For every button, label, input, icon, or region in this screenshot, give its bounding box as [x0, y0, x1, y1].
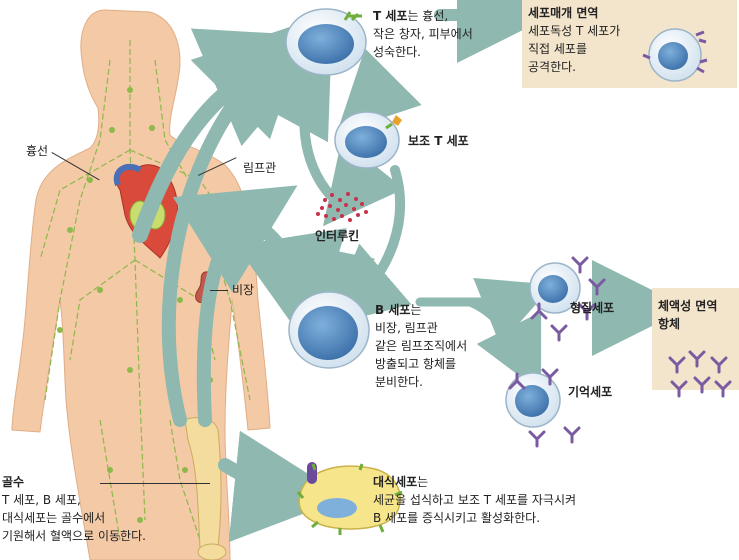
arrow-b-cell-to-plasma [415, 277, 554, 345]
plasma-cell [529, 262, 581, 314]
b-cell-line3: 방출되고 항체를 [375, 357, 457, 371]
macrophage-title-line: 대식세포는 [373, 474, 428, 490]
plasma-cell-label: 형질세포 [570, 301, 615, 315]
cell-mediated-line2: 직접 세포를 [528, 42, 588, 56]
helper-t-cell [334, 111, 402, 169]
arrow-helper-to-b-cell [324, 165, 412, 327]
macrophage-title-suffix: 는 [417, 475, 429, 489]
humoral-title: 체액성 면역 [658, 299, 718, 313]
t-cell-line2: 작은 창자, 피부에서 [373, 27, 473, 41]
femur-bone [184, 417, 227, 560]
bone-marrow-line2: 대식세포는 골수에서 [2, 511, 106, 525]
bone-marrow-title: 골수 [2, 475, 25, 489]
bone-marrow-line3: 기원해서 혈액으로 이동한다. [2, 529, 146, 543]
cell-mediated-line1: 세포독성 T 세포가 [528, 24, 621, 38]
memory-cell-label: 기억세포 [568, 385, 613, 399]
arrow-return-to-t-cell [257, 52, 335, 200]
memory-cell [505, 372, 561, 428]
arrow-b-cell-to-memory [465, 297, 542, 393]
cytotoxic-t-cell [642, 28, 708, 82]
arrow-marrow-to-b-cell [172, 185, 298, 427]
t-cell-line3: 성숙한다. [373, 45, 421, 59]
cell-mediated-box: 세포매개 면역 세포독성 T 세포가 직접 세포를 공격한다. [522, 0, 737, 88]
helper-t-label: 보조 T 세포 [408, 134, 469, 148]
macrophage-line2: B 세포를 증식시키고 활성화한다. [373, 511, 541, 525]
spleen-leader [210, 290, 228, 291]
t-cell-title: T 세포 [373, 9, 408, 23]
arrow-t-cell-to-helper [336, 48, 422, 134]
antibody-icons [508, 256, 732, 448]
bone-marrow-leader [100, 483, 210, 484]
macrophage-title: 대식세포 [373, 475, 418, 489]
arrow-marrow-to-macrophage [218, 430, 346, 543]
b-cell-line4: 분비한다. [375, 375, 423, 389]
macrophage-line1: 세균을 섭식하고 보조 T 세포를 자극시켜 [373, 493, 577, 507]
lymph-vessel-label: 림프관 [243, 161, 277, 175]
thymus-label: 흉선 [26, 144, 49, 158]
spleen-label: 비장 [232, 283, 255, 297]
b-cell-line2: 같은 림프조직에서 [375, 339, 468, 353]
antibody-label: 항체 [658, 317, 681, 331]
t-cell-line1-rest: 는 흉선, [407, 9, 449, 23]
b-cell [288, 291, 370, 369]
humoral-box: 체액성 면역 항체 [652, 288, 739, 390]
cell-mediated-line3: 공격한다. [528, 60, 576, 74]
b-cell-title: B 세포 [375, 303, 411, 317]
interleukin-dots [316, 192, 368, 222]
t-cell [285, 8, 367, 76]
macrophage-cell [296, 462, 403, 535]
bone-marrow-line1: T 세포, B 세포, [2, 493, 81, 507]
b-cell-title-suffix: 는 [410, 303, 422, 317]
flow-arrows [132, 0, 688, 543]
b-cell-line1: 비장, 림프관 [375, 321, 438, 335]
b-cell-title-line: B 세포는 [375, 302, 421, 318]
t-cell-line1: T 세포는 흉선, [373, 8, 448, 24]
cell-mediated-title: 세포매개 면역 [528, 6, 599, 20]
interleukin-label: 인터루킨 [315, 229, 360, 243]
